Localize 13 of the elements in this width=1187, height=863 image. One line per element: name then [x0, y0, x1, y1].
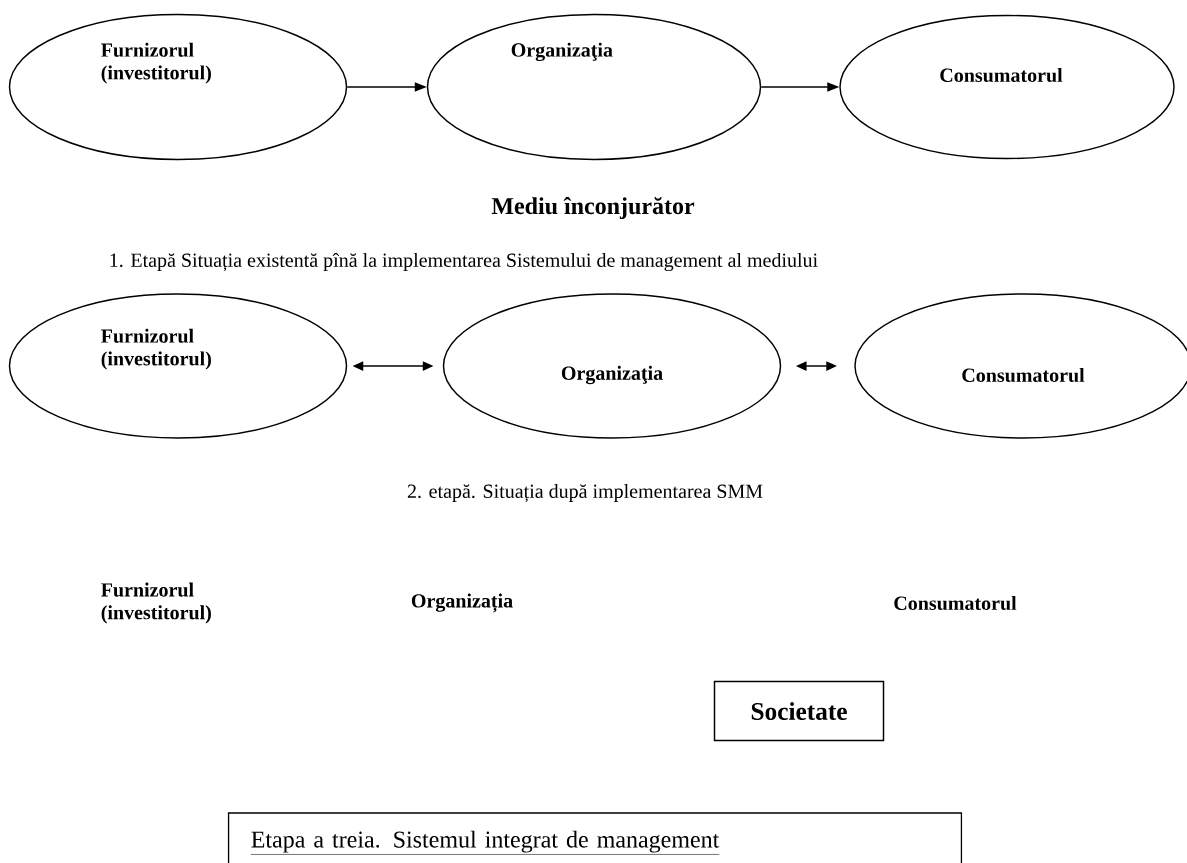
ellipse-node: Furnizorul (investitorul) [8, 13, 348, 161]
ellipse-node: Consumatorul [839, 14, 1175, 160]
text-label: Furnizorul (investitorul) [101, 582, 211, 624]
ellipse-node: Organizaţia [442, 293, 782, 439]
text-label: Organizația [411, 593, 513, 613]
text-label: Consumatorul [894, 595, 1017, 611]
text-label: 2. etapă. Situația după implementarea SMM [407, 483, 763, 503]
text-box: Societate [713, 680, 885, 742]
text-label: 1. Etapă Situația existentă pînă la implementarea Sistemului de management al mediului [110, 252, 818, 272]
text-label: Mediu înconjurător [491, 197, 695, 219]
text-box: Etapa a treia. Sistemul integrat de management [227, 812, 963, 863]
ellipse-node: Organizaţia [426, 13, 762, 161]
ellipse-node: Furnizorul (investitorul) [8, 293, 348, 439]
